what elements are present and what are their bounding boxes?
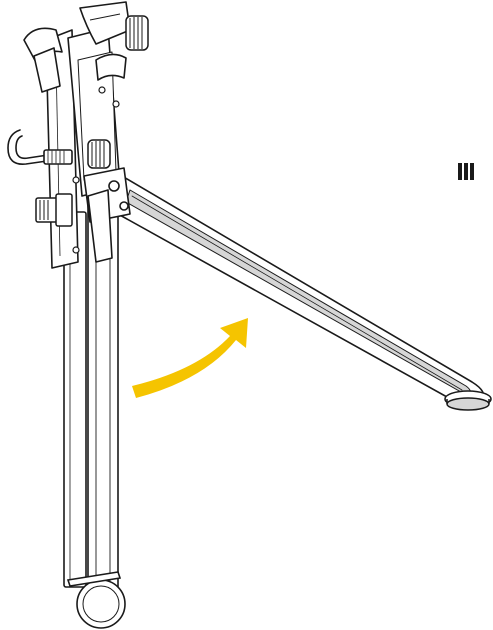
clamp-jaws xyxy=(23,1,131,93)
step-bar-icon xyxy=(458,163,462,180)
stand-leg-arm xyxy=(117,175,485,406)
bottom-wheel xyxy=(66,571,126,629)
main-post xyxy=(63,199,119,596)
screw-details xyxy=(72,86,120,254)
step-bar-icon xyxy=(470,163,474,180)
leg-foot-pad xyxy=(444,390,492,411)
step-bar-icon xyxy=(464,163,468,180)
middle-knob-icon xyxy=(87,139,111,169)
top-knob-icon xyxy=(125,15,149,51)
side-hook-handle xyxy=(7,129,73,165)
curved-arrow-up-right-icon xyxy=(132,318,248,398)
side-latch xyxy=(35,193,73,227)
step-progress-indicator xyxy=(458,163,474,180)
